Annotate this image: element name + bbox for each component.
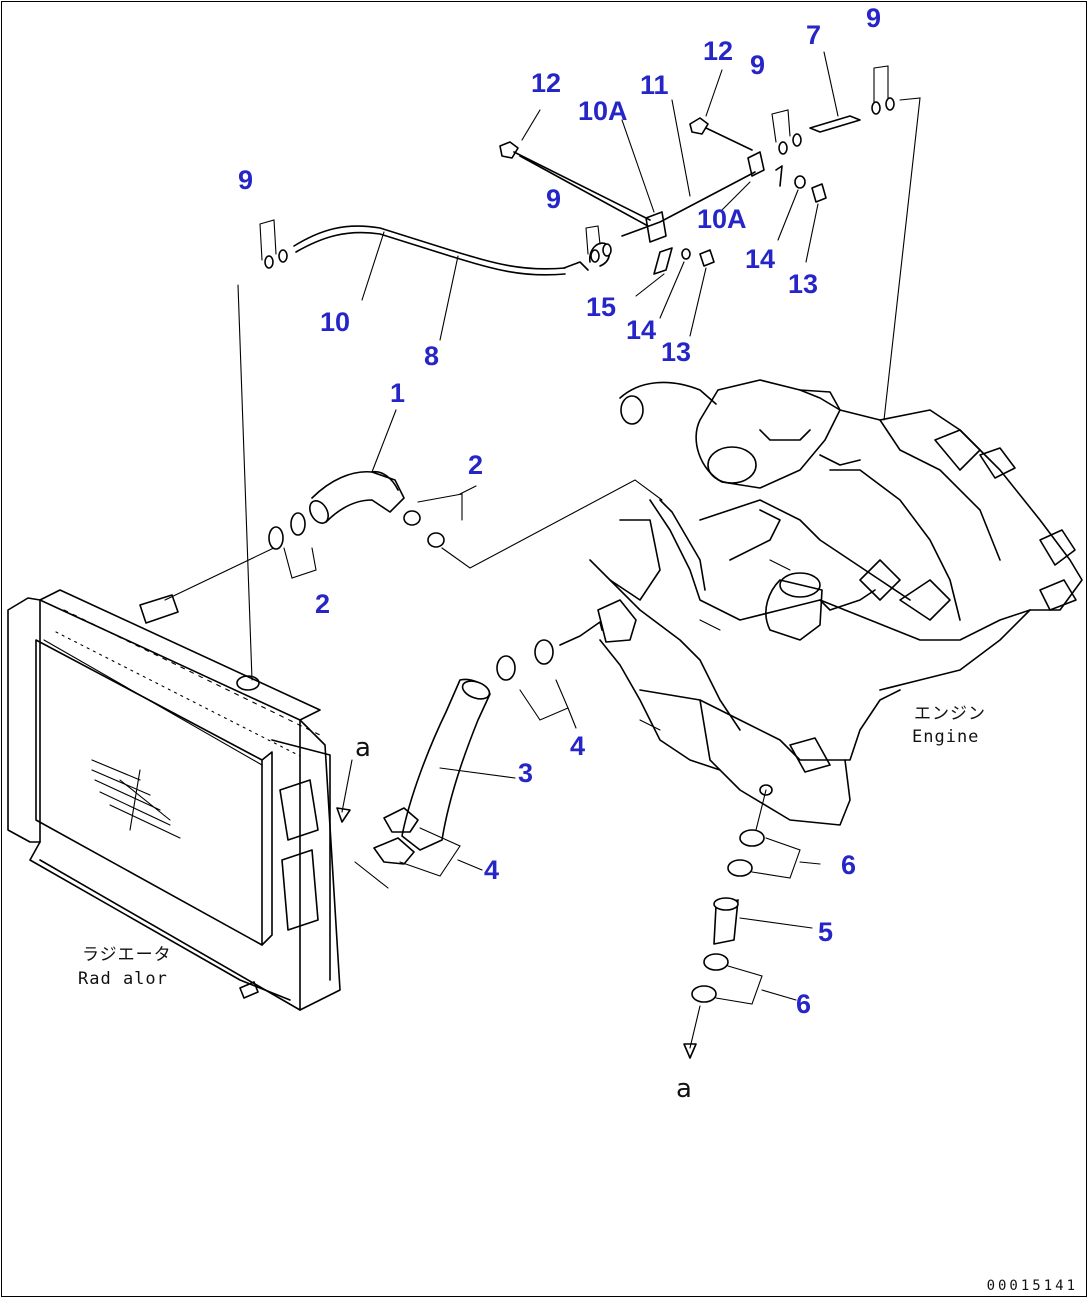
callout-7: 7 bbox=[806, 20, 822, 50]
clamps-4 bbox=[354, 639, 569, 889]
callout-3: 3 bbox=[518, 758, 534, 788]
callout-14: 14 bbox=[745, 244, 776, 274]
callout-6: 6 bbox=[796, 989, 812, 1019]
reference-a-bottom: a bbox=[676, 1074, 692, 1104]
callout-10: 10 bbox=[320, 307, 351, 337]
radiator-label-jp: ラジエータ bbox=[82, 945, 172, 965]
clamps-2 bbox=[268, 493, 463, 579]
callout-11: 11 bbox=[640, 70, 669, 100]
linkage-assembly bbox=[499, 51, 921, 421]
callout-8: 8 bbox=[424, 341, 440, 371]
document-number: 00015141 bbox=[986, 1278, 1078, 1294]
callout-1: 1 bbox=[390, 378, 406, 408]
hose-1 bbox=[309, 470, 405, 524]
radiator-label-en: Rad alor bbox=[78, 969, 168, 989]
callout-6: 6 bbox=[841, 850, 857, 880]
reference-a-top: a bbox=[355, 733, 371, 763]
callout-12: 12 bbox=[531, 68, 562, 98]
callout-9: 9 bbox=[546, 184, 562, 214]
callout-9: 9 bbox=[750, 50, 766, 80]
callout-2: 2 bbox=[315, 589, 331, 619]
callout-14: 14 bbox=[626, 315, 657, 345]
callout-4: 4 bbox=[570, 731, 586, 761]
callout-9: 9 bbox=[866, 3, 882, 33]
callout-2: 2 bbox=[468, 450, 484, 480]
engine-label-jp: エンジン bbox=[914, 704, 986, 724]
engine-label-en: Engine bbox=[912, 727, 980, 747]
callout-10a: 10A bbox=[578, 96, 628, 126]
callout-15: 15 bbox=[586, 292, 617, 322]
callout-10a: 10A bbox=[697, 204, 747, 234]
callout-9: 9 bbox=[238, 165, 254, 195]
callout-4: 4 bbox=[484, 855, 500, 885]
hose-5 bbox=[683, 789, 813, 1059]
callout-12: 12 bbox=[703, 36, 734, 66]
callout-5: 5 bbox=[818, 917, 834, 947]
cable-8 bbox=[259, 219, 589, 341]
engine bbox=[589, 379, 1083, 826]
hose-3 bbox=[401, 678, 516, 851]
callout-13: 13 bbox=[661, 337, 692, 367]
callout-13: 13 bbox=[788, 269, 819, 299]
radiator bbox=[7, 589, 341, 1011]
